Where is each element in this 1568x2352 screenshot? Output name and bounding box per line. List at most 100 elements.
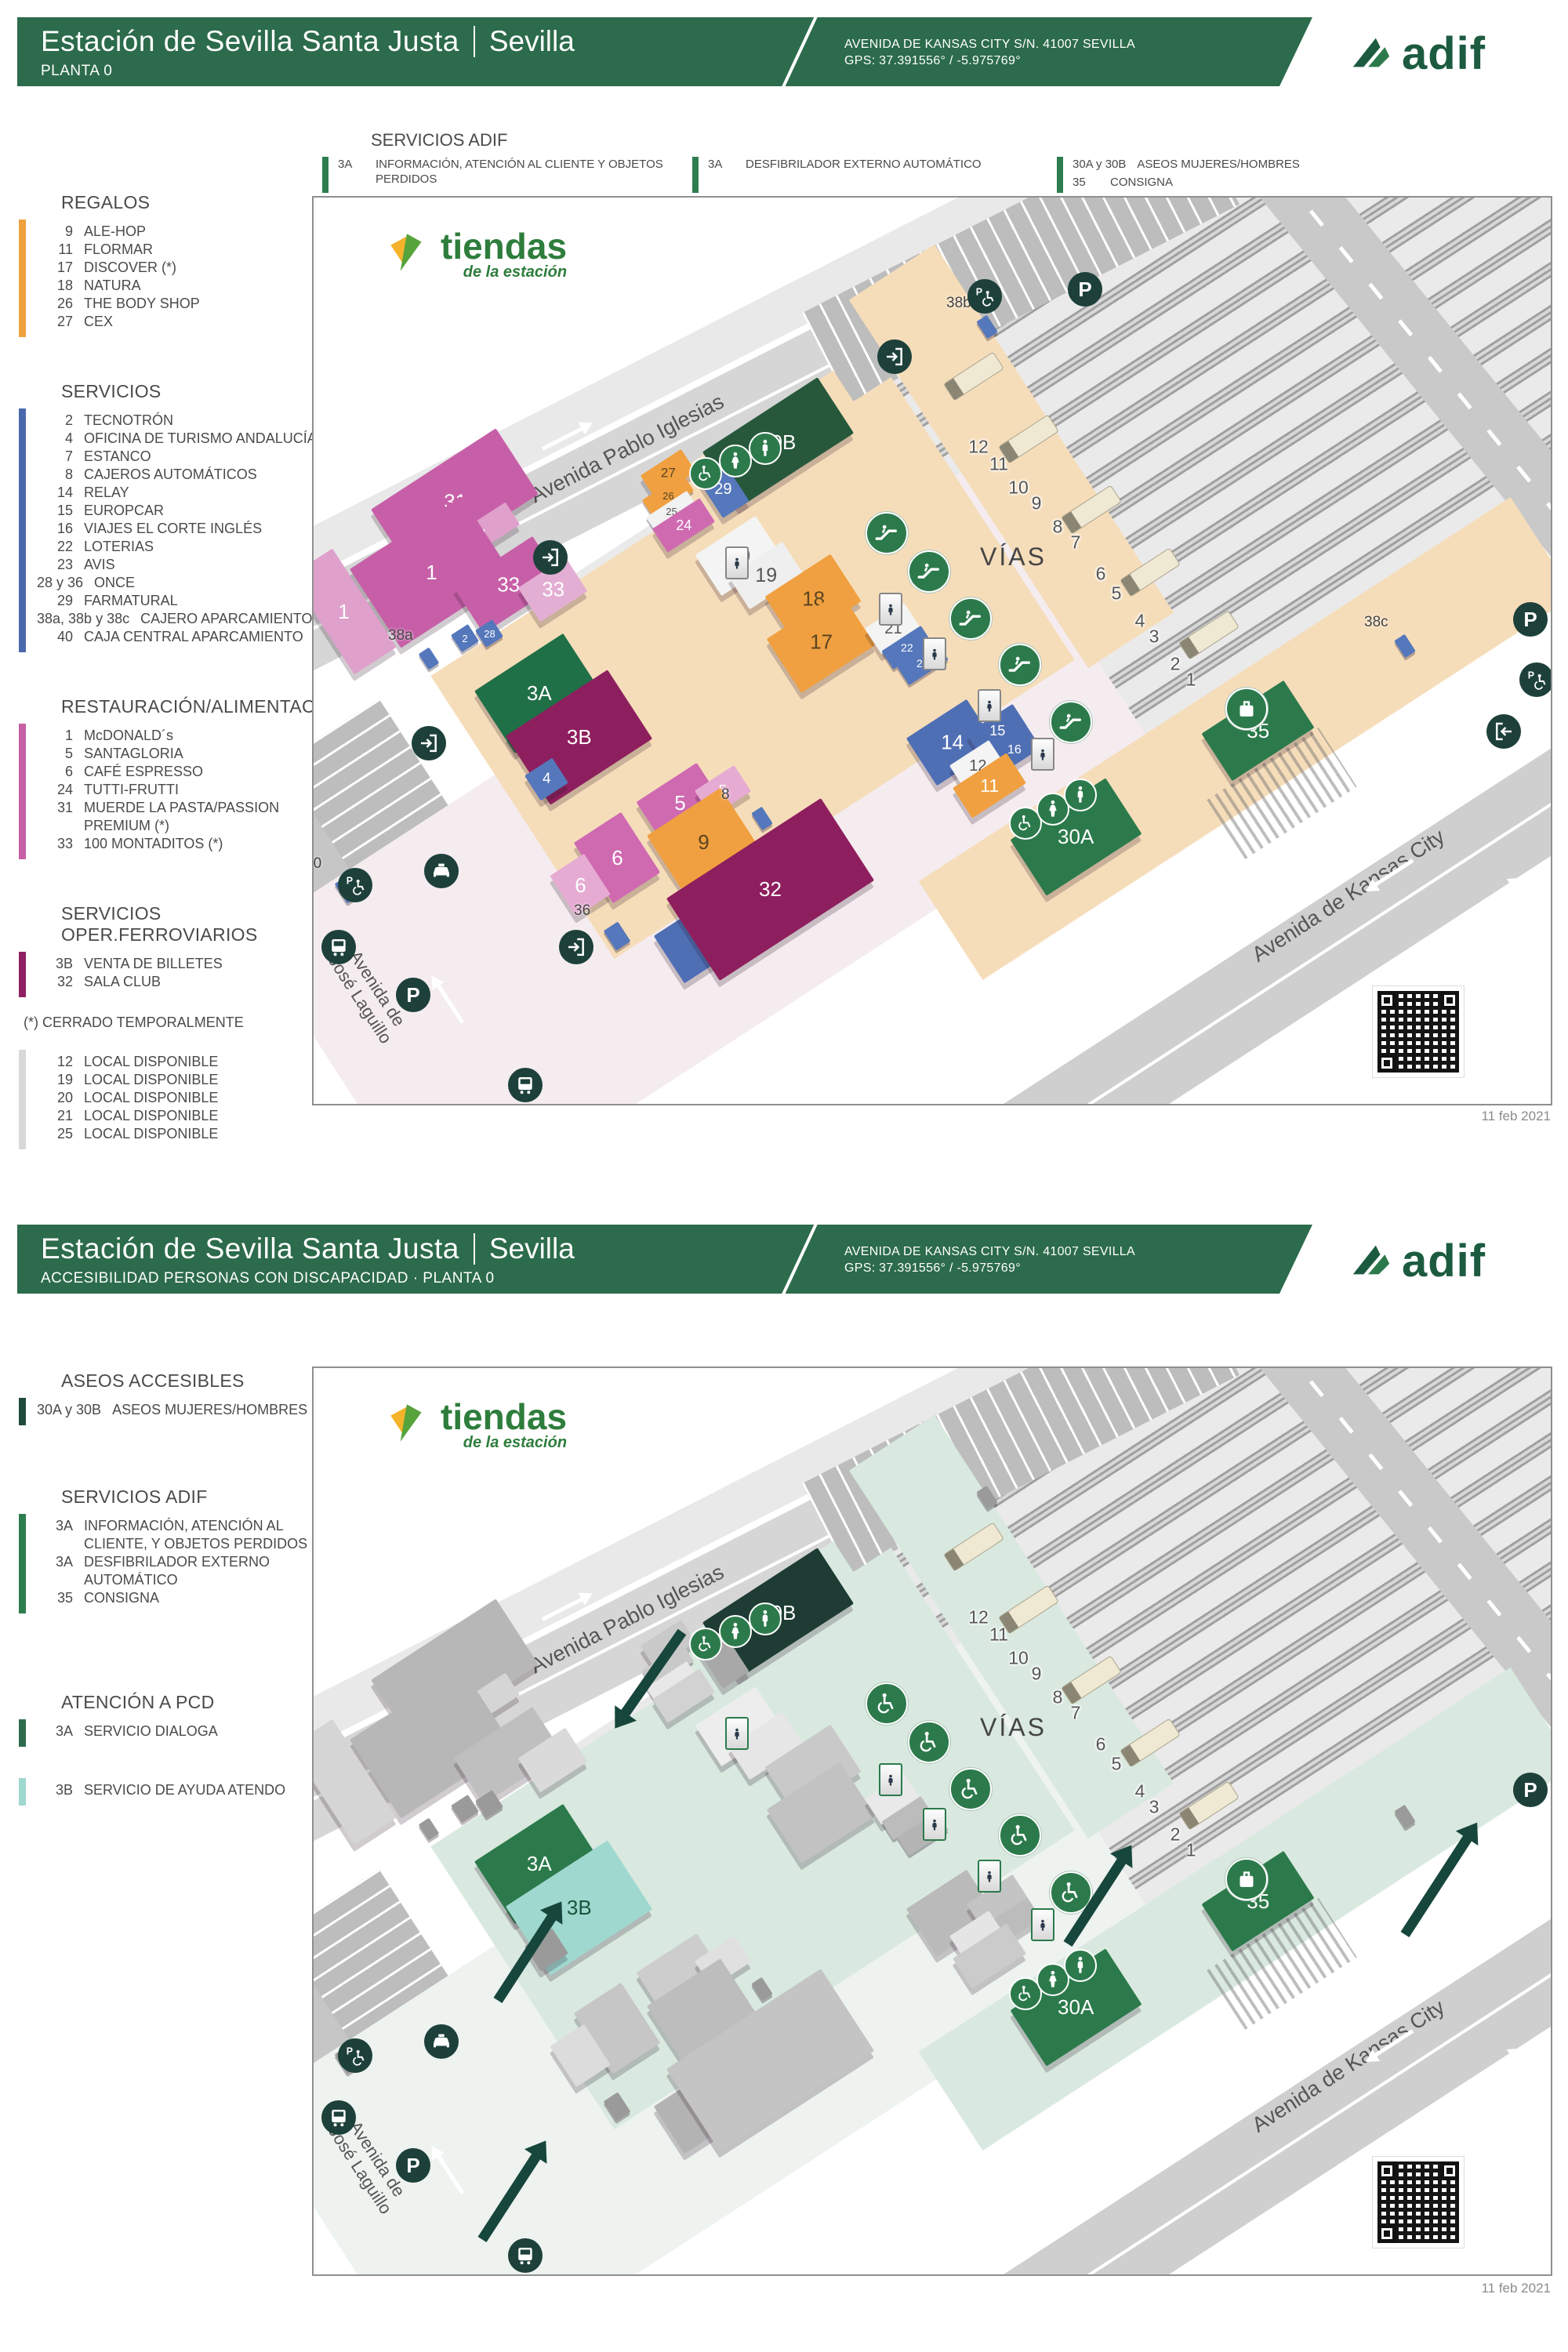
elevator-icon: [923, 1808, 946, 1841]
legend-item-label: CEX: [84, 314, 114, 329]
tiendas-wordmark: tiendas: [441, 1396, 568, 1437]
parking-icon: P: [1513, 602, 1548, 637]
legend-item-code: 3B: [55, 1782, 73, 1798]
legend-section-title: REGALOS: [61, 192, 151, 212]
qr-code: [1372, 2156, 1465, 2249]
map-building-label: 22: [901, 641, 913, 655]
legend-item-label: LOCAL DISPONIBLE: [84, 1108, 219, 1123]
map-building-label: 30A: [1057, 824, 1094, 848]
legend-item-code: 3A: [708, 158, 723, 171]
map-building-label: 28: [483, 627, 495, 640]
legend-item-label: LOCAL DISPONIBLE: [84, 1090, 219, 1105]
wc-woman-icon: [719, 445, 752, 477]
wc-man-icon: [1064, 1949, 1097, 1982]
platform-escalator: [943, 1522, 1004, 1572]
adif-wordmark: adif: [1402, 27, 1486, 79]
wc-man-icon: [1064, 779, 1097, 811]
accessible-parking-icon: P: [338, 868, 372, 902]
platform-number-9: 9: [1031, 492, 1042, 514]
platform-escalator: [943, 351, 1004, 401]
elevator-icon: [879, 1763, 902, 1796]
map-building: [751, 1976, 773, 2002]
legend-item-code: 14: [56, 485, 73, 500]
legend-item-code: 8: [64, 466, 73, 482]
elevator-icon: [725, 546, 749, 579]
tiendas-wordmark: tiendas: [441, 226, 568, 267]
tiendas-logo-icon: [390, 1404, 422, 1442]
legend-item-label: CAJA CENTRAL APARCAMIENTO: [84, 629, 303, 644]
platform-number-5: 5: [1111, 583, 1122, 604]
map-building-label: 19: [755, 564, 777, 586]
map-building: [451, 1795, 479, 1823]
legend-section-title: SERVICIOS: [61, 381, 162, 401]
legend-item-label: TUTTI-FRUTTI: [84, 782, 179, 797]
legend-item-label: SERVICIO DIALOGA: [84, 1723, 218, 1739]
station-address: AVENIDA DE KANSAS CITY S/N. 41007 SEVILL…: [844, 1243, 1135, 1276]
platform-number-6: 6: [1095, 1733, 1106, 1755]
legend-item-label: McDONALD´s: [84, 728, 174, 743]
legend-item-code: 16: [56, 521, 73, 536]
adif-logo-icon: [1352, 38, 1390, 67]
platform-number-7: 7: [1070, 1702, 1081, 1723]
tiendas-logo: tiendas de la estación: [384, 1399, 567, 1452]
map-building-label: 3B: [566, 724, 591, 749]
platform-number-10: 10: [1008, 477, 1029, 498]
legend-item-label: DESFIBRILADOR EXTERNO AUTOMÁTICO: [84, 1554, 270, 1588]
legend-item-label: FLORMAR: [84, 241, 154, 257]
station-map-accesibilidad: tiendas de la estación Avenida Pablo Igl…: [312, 1367, 1552, 2276]
legend-item-label: INFORMACIÓN, ATENCIÓN AL CLIENTE Y OBJET…: [376, 158, 663, 186]
accessible-route-arrow: [1400, 1833, 1474, 1938]
legend-item-code: 21: [56, 1108, 73, 1123]
legend-item-label: EUROPCAR: [84, 503, 165, 518]
header-slash: [779, 1225, 819, 1294]
legend-item-code: 4: [64, 430, 73, 446]
map-building-38a: [418, 647, 440, 670]
map-building-label: 33: [496, 572, 520, 597]
legend-item-label: CONSIGNA: [1110, 176, 1174, 189]
legend-section-title: ATENCIÓN A PCD: [61, 1692, 215, 1712]
legend-item-label: THE BODY SHOP: [84, 296, 200, 311]
map-building-label: 3A: [526, 1851, 551, 1875]
escalator-icon: [999, 644, 1041, 686]
legend-section-title: SERVICIOS OPER.FERROVIARIOS: [61, 903, 258, 945]
platform-number-5: 5: [1111, 1753, 1122, 1774]
address-line1: AVENIDA DE KANSAS CITY S/N. 41007 SEVILL…: [844, 38, 1135, 51]
legend-item: 21 LOCAL DISPONIBLE: [37, 1107, 325, 1125]
map-building-label-38c: 38c: [1364, 614, 1388, 630]
legend-item-code: 38a, 38b y 38c: [37, 611, 130, 626]
map-building-label: 11: [980, 775, 999, 796]
map-building-38b: [976, 314, 998, 339]
station-address: AVENIDA DE KANSAS CITY S/N. 41007 SEVILL…: [844, 36, 1135, 69]
platform-number-1: 1: [1185, 1839, 1196, 1860]
wc-man-icon: [749, 432, 782, 465]
taxi-icon: [424, 2024, 459, 2059]
adif-services-legend-title: SERVICIOS ADIF: [371, 130, 508, 150]
map-building-label: 9: [697, 829, 710, 854]
legend-item-label: CAJEROS AUTOMÁTICOS: [84, 466, 257, 482]
legend-item-code: 1: [64, 728, 73, 743]
legend-item-code: 33: [56, 836, 73, 851]
station-map-planta0: tiendas de la estación Avenida Pablo Igl…: [312, 196, 1552, 1105]
parking-icon: P: [396, 978, 430, 1012]
legend-item-label: ONCE: [94, 575, 136, 590]
